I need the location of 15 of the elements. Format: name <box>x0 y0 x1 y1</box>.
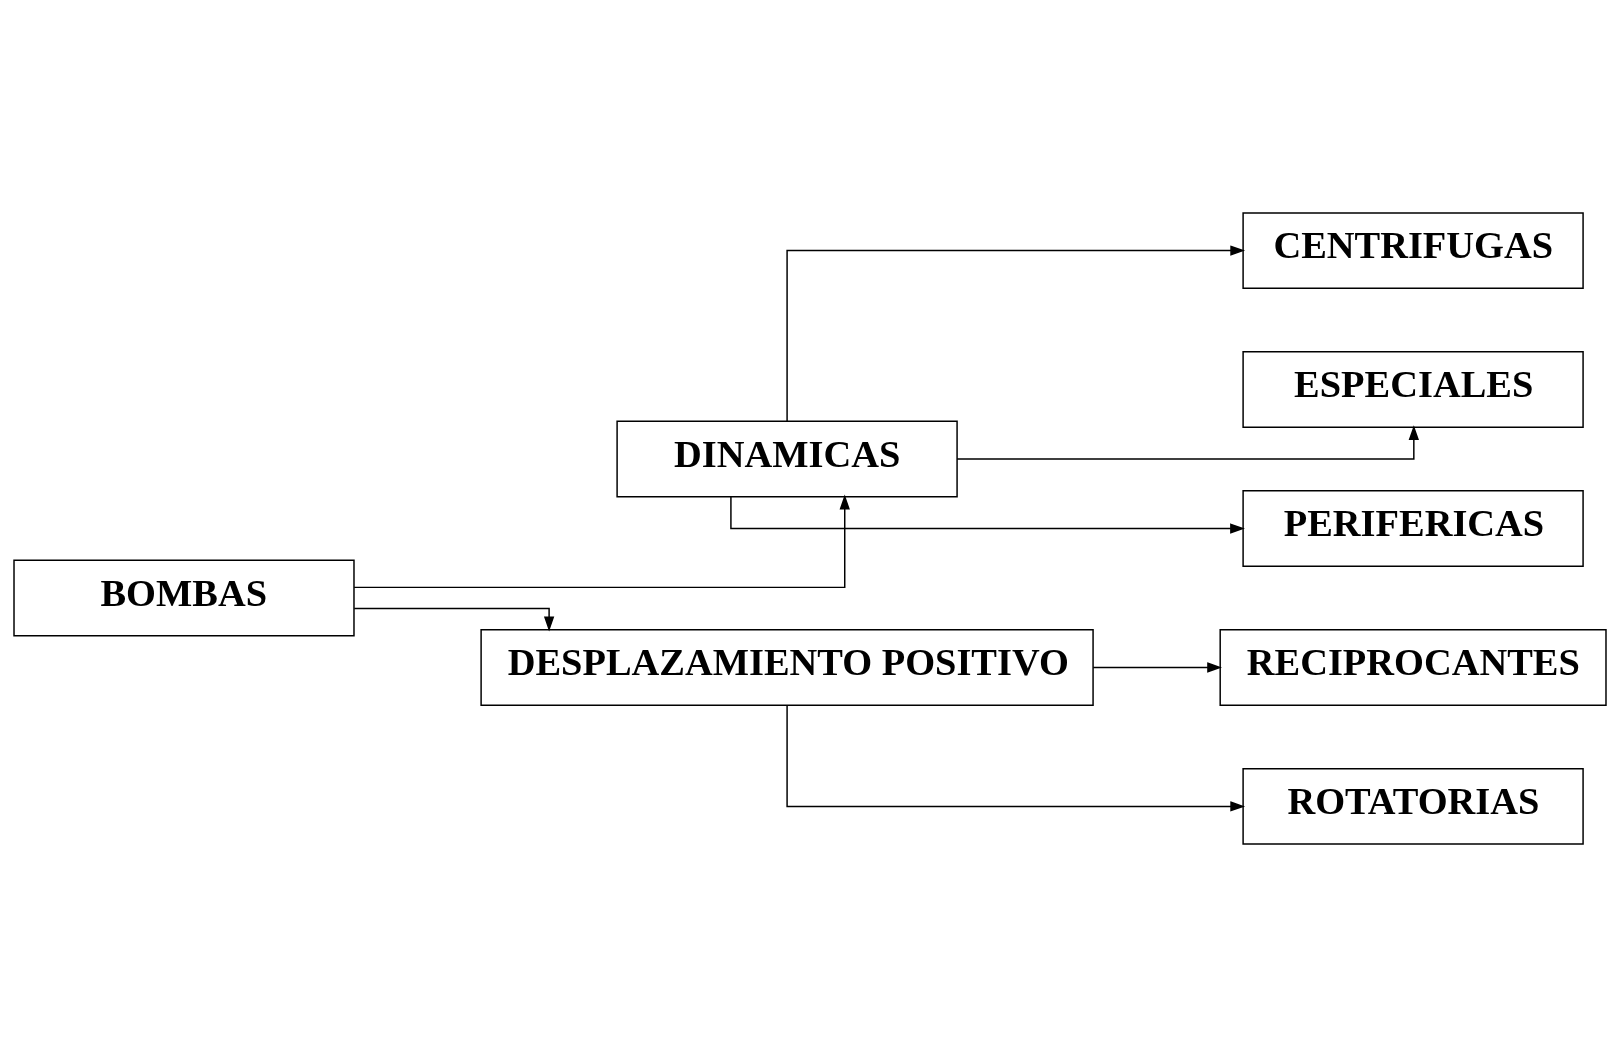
node-box: PERIFERICAS <box>1242 490 1584 567</box>
node-box: CENTRIFUGAS <box>1242 212 1584 290</box>
arrow <box>956 425 1419 460</box>
node-box: DESPLAZAMIENTO POSITIVO <box>480 629 1094 706</box>
arrow <box>353 494 850 589</box>
arrow <box>1092 662 1222 673</box>
arrow <box>730 496 1245 534</box>
node-box: BOMBAS <box>13 559 355 637</box>
arrow <box>353 607 555 632</box>
node-box: ESPECIALES <box>1242 351 1584 428</box>
node-box: DINAMICAS <box>616 420 958 498</box>
node-box: ROTATORIAS <box>1242 767 1584 845</box>
arrow <box>786 245 1246 423</box>
node-box: RECIPROCANTES <box>1219 629 1607 706</box>
arrow <box>786 704 1246 812</box>
